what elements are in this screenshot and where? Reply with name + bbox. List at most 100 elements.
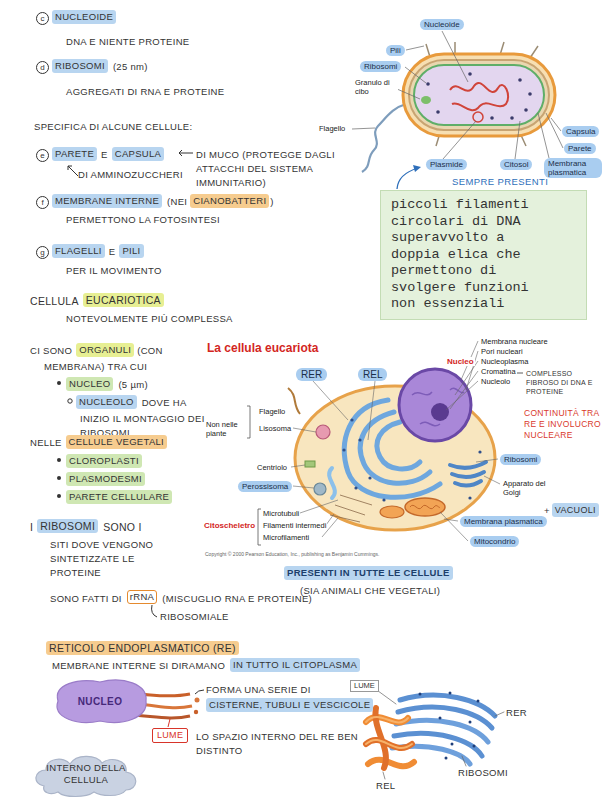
handwritten-note: CLOROPLASTI [66, 454, 142, 468]
part-label: Microtubuli [262, 509, 300, 518]
drawing-path [450, 83, 508, 110]
handwritten-note: LO SPAZIO INTERNO DEL RE BEN DISTINTO [196, 730, 358, 758]
drawing-circle [57, 494, 61, 498]
drawing-ellipse [405, 498, 445, 516]
drawing-circle [478, 450, 481, 453]
handwritten-note: PARETE [52, 147, 97, 161]
handwritten-note: (CON [137, 344, 162, 358]
drawing-circle [451, 743, 454, 746]
drawing-path [412, 388, 464, 425]
handwritten-note: FLAGELLI [52, 244, 105, 258]
part-label: Parete [564, 143, 596, 154]
drawing-circle [468, 72, 472, 76]
handwritten-note: AGGREGATI DI RNA E PROTEINE [66, 85, 224, 99]
drawing-circle [473, 745, 476, 748]
node-text: piccoli filamenti circolari di DNA super… [391, 197, 543, 313]
eukaryote-cell [247, 341, 523, 545]
part-label: Capsula [562, 126, 599, 137]
handwritten-note: CAPSULA [112, 147, 164, 161]
drawing-circle [490, 116, 494, 120]
drawing-path [195, 690, 204, 694]
drawing-path [374, 688, 504, 779]
handwritten-note: RIBOSOMI [37, 519, 98, 533]
part-label: Flagello [318, 124, 346, 133]
handwritten-note: DI AMMINOZUCCHERI [78, 168, 183, 182]
drawing-rect [414, 65, 544, 125]
drawing-circle [68, 399, 72, 403]
drawing-circle [468, 496, 471, 499]
drawing-path [396, 720, 488, 742]
cell-cloud: INTERNO DELLA CELLULA [30, 750, 142, 798]
part-label: Filamenti intermedi [262, 521, 327, 530]
drawing-path [179, 150, 193, 156]
handwritten-note: DOVE HA [142, 396, 187, 410]
handwritten-note: MEMBRANE INTERNE [52, 194, 162, 208]
part-label: Membrana plasmatica [460, 516, 547, 527]
drawing-circle [469, 721, 472, 724]
drawing-circle [439, 717, 442, 720]
handwritten-note: E [109, 245, 116, 259]
handwritten-note: ORGANULI [76, 343, 134, 357]
drawing-circle [194, 710, 198, 714]
drawing-rect [409, 60, 549, 130]
handwritten-note: E [101, 148, 108, 162]
drawing-circle [445, 757, 448, 760]
drawing-circle [449, 692, 452, 695]
part-label: Membrana nucleare [480, 337, 549, 346]
handwritten-note: MEMBRANE INTERNE SI DIRAMANO [52, 659, 225, 673]
handwritten-note: (MISCUGLIO RNA E PROTEINE) [162, 592, 312, 606]
drawing-g [419, 692, 480, 760]
copyright-note: Copyright © 2000 Pearson Education, Inc.… [205, 551, 379, 557]
drawing-rect [305, 461, 315, 467]
handwritten-note: (SIA ANIMALI CHE VEGETALI) [300, 584, 440, 598]
drawing-circle [314, 483, 326, 495]
drawing-ellipse [421, 96, 431, 104]
drawing-circle [342, 448, 345, 451]
drawing-circle [57, 381, 61, 385]
drawing-path [398, 707, 492, 728]
drawing-circle [518, 78, 522, 82]
drawing-circle [431, 403, 449, 421]
handwritten-note: SITI DOVE VENGONO SINTETIZZATE LE PROTEI… [50, 538, 170, 580]
handwritten-note: CIANOBATTERI [190, 194, 269, 208]
nucleus-blob: NUCLEO [48, 676, 152, 726]
drawing-path [352, 31, 563, 159]
handwritten-note: NELLE [30, 436, 62, 450]
drawing-path [330, 495, 372, 522]
part-label: Cromatina [480, 367, 517, 376]
part-label: Microfilamenti [262, 533, 310, 542]
handwritten-note: I [30, 520, 33, 534]
drawing-circle [419, 693, 422, 696]
cell-cloud-shape [36, 756, 136, 796]
part-label: Non nelle piante [205, 420, 243, 438]
drawing-circle [473, 112, 483, 122]
er-illustration [366, 688, 504, 779]
item-marker: f [36, 196, 49, 209]
item-marker: d [36, 61, 49, 74]
handwritten-note: CISTERNE, TUBULI E VESCICOLE [206, 698, 373, 712]
part-label: REL [358, 368, 387, 381]
handwritten-note: DNA E NIENTE PROTEINE [66, 35, 190, 49]
drawing-circle [524, 108, 528, 112]
part-label: Nucleo [446, 357, 475, 366]
handwritten-note: (25 nm) [113, 60, 148, 74]
lume-box: LUME [152, 728, 188, 743]
part-label: Apparato del Golgi [502, 479, 552, 497]
part-label: Granulo di cibo [354, 78, 398, 96]
lume-tag: LUME [350, 680, 379, 692]
part-label: Perossisoma [238, 481, 292, 492]
handwritten-note: EUCARIOTICA [83, 293, 164, 307]
drawing-path [168, 719, 170, 727]
handwritten-note: PRESENTI IN TUTTE LE CELLULE [284, 566, 453, 580]
item-marker: g [36, 246, 49, 259]
drawing-ellipse [380, 506, 404, 518]
handwritten-note: ) [270, 195, 273, 209]
part-label: Plasmide [426, 159, 467, 170]
drawing-path [400, 695, 495, 716]
figure-title: La cellula eucariota [207, 341, 318, 355]
prokaryote-cell [352, 31, 563, 189]
handwritten-note: COMPLESSO FIBROSO DI DNA E PROTEINE [526, 369, 602, 396]
drawing-path [152, 605, 157, 617]
drawing-circle [436, 110, 440, 114]
drawing-circle [350, 418, 353, 421]
